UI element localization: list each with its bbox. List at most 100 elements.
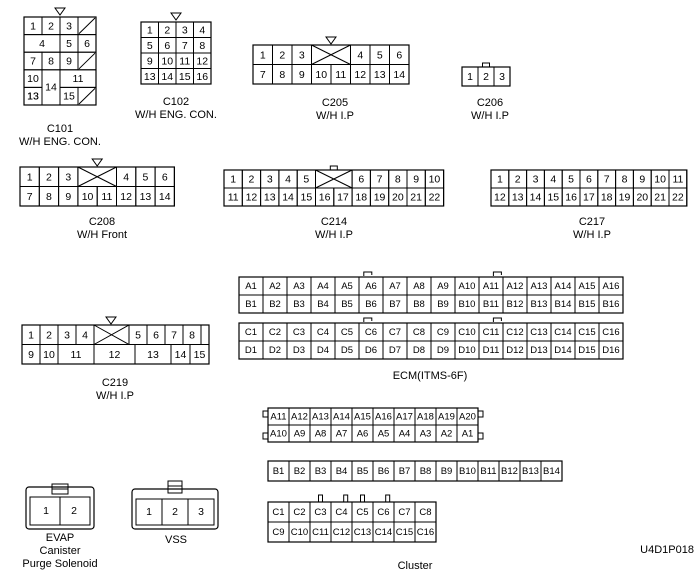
c219-pin-8: 8 [189,329,195,341]
c102-pin-6: 6 [164,40,170,52]
ecm-pin-A13: A13 [531,281,548,292]
ecm-pin-D1: D1 [245,345,257,356]
ecm-pin-D9: D9 [437,345,449,356]
evap-name-line-2: Canister [39,545,81,557]
ecm-pin-B16: B16 [603,299,620,310]
cluster-c-latch-0 [318,494,323,503]
c101-empty-slot-2 [78,52,96,70]
evap-name-line-3: Purge Solenoid [22,558,98,570]
cluster-pin-C2: C2 [293,507,305,518]
ecm-latch-0 [363,271,373,276]
ecm-pin-A3: A3 [293,281,305,292]
cluster-pin-B9: B9 [441,466,453,477]
c102-pin-7: 7 [182,40,188,52]
ecm-pin-A15: A15 [579,281,596,292]
c101-cell-4-3 [77,86,97,106]
ecm-pin-C4: C4 [317,327,329,338]
c101-pin-10: 10 [27,73,39,85]
c101-name: C101 [46,123,74,135]
evap-label: EVAP Canister Purge Solenoid [0,532,120,571]
ecm-pin-C14: C14 [554,327,571,338]
cluster-pin-C13: C13 [354,527,371,538]
c219-name: C219 [101,377,129,389]
c214-pin-3: 3 [267,174,273,186]
c219-pin-15: 15 [194,349,206,361]
c217-pin-22-cell [668,187,688,207]
c217-pin-21: 21 [654,192,666,204]
c214-pin-17: 17 [337,192,349,204]
ecm-pin-A16: A16 [603,281,620,292]
ecm-pin-B12: B12 [507,299,524,310]
c214-pin-21: 21 [410,192,422,204]
c102-pin-3: 3 [182,24,188,36]
ecm-pin-B8: B8 [413,299,425,310]
cluster-pin-C3: C3 [314,507,326,518]
c101-empty-slot-0 [78,17,96,34]
cluster-pin-B3: B3 [315,466,327,477]
c208-pin-10: 10 [82,191,94,203]
c206-pin-3: 3 [499,71,505,83]
c205-pin-8: 8 [279,69,285,81]
c102-desc: W/H ENG. CON. [135,109,217,121]
c205-pin-10: 10 [315,69,327,81]
ecm-pin-B10: B10 [459,299,476,310]
ecm-latch-3 [492,317,502,322]
c205-pin-1: 1 [260,49,266,61]
c205-pin-14-cell [389,64,410,85]
ecm-pin-B2: B2 [269,299,281,310]
ecm-pin-C10: C10 [458,327,475,338]
c214-label: C214 W/H I.P [274,216,394,242]
c102-pin-4: 4 [199,24,205,36]
c219-pin-5: 5 [135,329,141,341]
c214-pin-4: 4 [285,174,291,186]
c102-pin-8: 8 [199,40,205,52]
ecm-pin-C8: C8 [413,327,425,338]
c208-desc: W/H Front [76,229,128,241]
c208-pin-9: 9 [65,191,71,203]
cluster-pin-C1: C1 [272,507,284,518]
ecm-pin-A1: A1 [245,281,257,292]
c214-key-x-diag-b [315,169,353,189]
c217-pin-2: 2 [515,174,521,186]
vss-pin-1: 1 [146,506,152,518]
cluster-pin-B12: B12 [501,466,518,477]
c219-pin-9: 9 [28,349,34,361]
ecm-pin-D11: D11 [483,345,500,356]
c101-pin-5: 5 [66,38,72,50]
c219-pin-6: 6 [153,329,159,341]
cluster-pin-C7: C7 [398,507,410,518]
diagram-id: U4D1P018 [640,544,694,556]
ecm-pin-C15: C15 [578,327,595,338]
c214-pin-22: 22 [429,192,441,204]
c217-pin-10: 10 [654,174,666,186]
ecm-pin-C9: C9 [437,327,449,338]
ecm-pin-A14: A14 [555,281,572,292]
c101-pin-2: 2 [48,20,54,32]
c205-key-x-diag-b [311,44,351,65]
c214-pin-16: 16 [319,192,331,204]
cluster-pin-C8: C8 [419,507,431,518]
c219-desc: W/H I.P [96,390,134,402]
c205-key-mark [325,36,337,45]
c214-pin-1: 1 [230,174,236,186]
c214-pin-18: 18 [355,192,367,204]
c205-pin-5: 5 [377,49,383,61]
cluster-pin-A10: A10 [270,429,287,440]
c208-name: C208 [88,216,116,228]
cluster-pin-B11: B11 [480,466,496,477]
c205-pin-7: 7 [260,69,266,81]
c206-desc: W/H I.P [471,110,509,122]
c219-pin-11: 11 [71,349,82,361]
ecm-pin-B13: B13 [531,299,548,310]
cluster-pin-B10: B10 [459,466,476,477]
ecm-pin-B11: B11 [483,299,499,310]
c208-pin-4: 4 [123,171,129,183]
c102-pin-16: 16 [196,71,208,83]
